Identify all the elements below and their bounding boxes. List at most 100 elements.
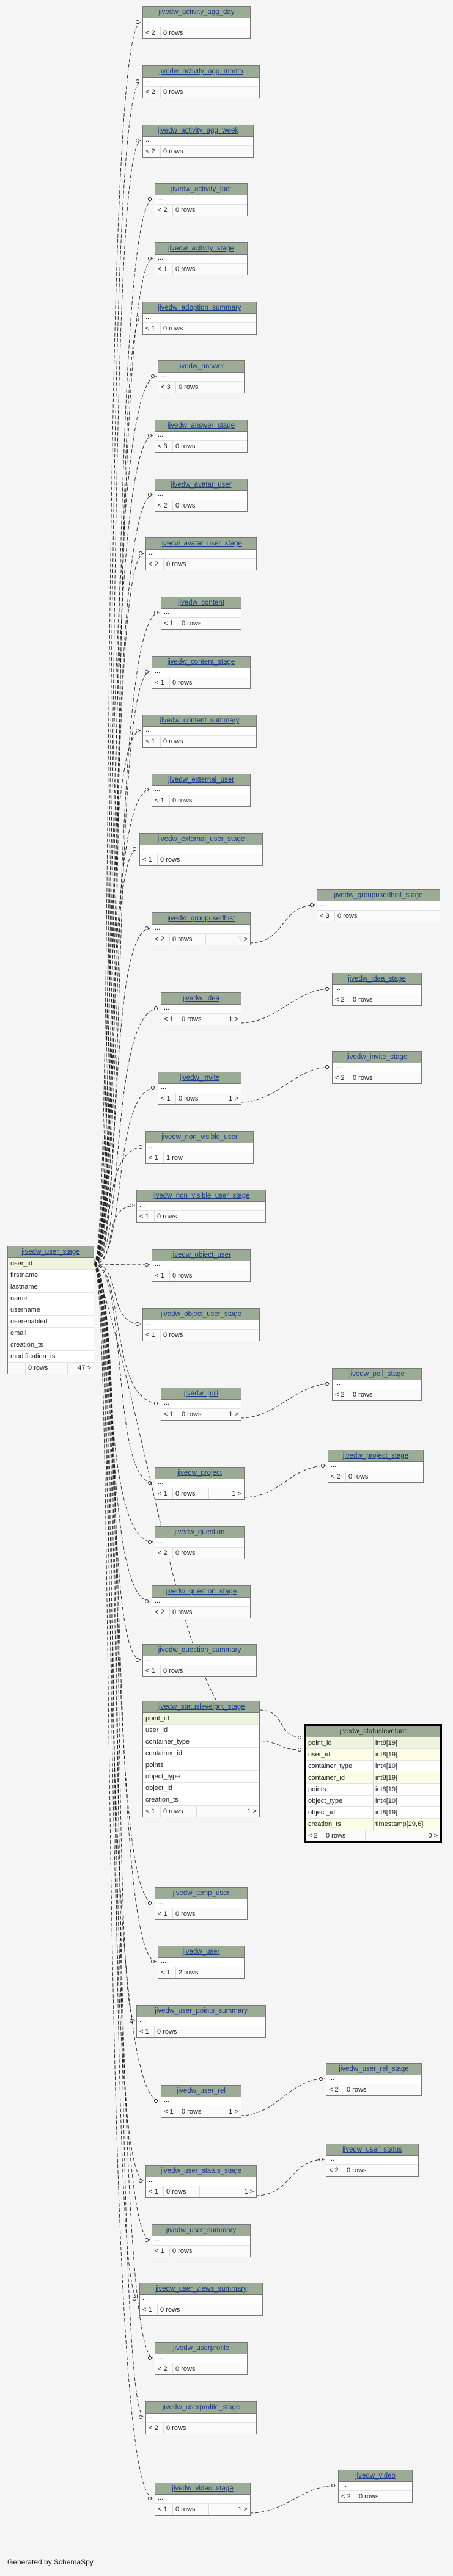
table-name-link[interactable]: jivedw_user_rel_stage	[339, 2065, 409, 2073]
row-count: 0 rows	[175, 1549, 196, 1557]
table-name-link[interactable]: jivedw_statuslevelpnt_stage	[157, 1703, 245, 1711]
column-ellipsis: ...	[143, 78, 259, 87]
table-name-link[interactable]: jivedw_video_stage	[172, 2485, 234, 2492]
parent-count: < 1	[143, 1330, 161, 1341]
table-name-link[interactable]: jivedw_user_rel	[177, 2087, 226, 2095]
column-ellipsis: ...	[326, 2075, 421, 2084]
table-name-link[interactable]: jivedw_invite	[179, 1074, 220, 1082]
table-name-link[interactable]: jivedw_question_summary	[158, 1646, 241, 1654]
crows-foot-marker	[148, 1540, 152, 1544]
parent-count: < 3	[155, 441, 173, 452]
table-name-link[interactable]: jivedw_user_views_summary	[155, 2285, 247, 2293]
relationship-line	[93, 1264, 154, 1904]
table-name-link[interactable]: jivedw_avatar_user	[171, 481, 232, 489]
table-name: jivedw_poll_stage	[333, 1369, 421, 1380]
row-count: 0 rows	[359, 2493, 379, 2500]
table-name: jivedw_statuslevelpnt	[306, 1726, 440, 1737]
table-name-link[interactable]: jivedw_user_summary	[166, 2227, 237, 2234]
table-name: jivedw_user_status	[326, 2144, 418, 2156]
parent-count: < 1	[143, 1665, 161, 1676]
table-name: jivedw_idea_stage	[333, 973, 421, 985]
table-name-link[interactable]: jivedw_activity_agg_week	[157, 127, 239, 134]
column-row: creation_ts	[143, 1794, 259, 1806]
parent-count: < 2	[143, 27, 161, 38]
table-name-link[interactable]: jivedw_question_stage	[165, 1588, 237, 1595]
table-name-link[interactable]: jivedw_temp_user	[172, 1890, 230, 1897]
table-name-link[interactable]: jivedw_video	[355, 2472, 396, 2480]
table-name-link[interactable]: jivedw_invite_stage	[346, 1053, 408, 1061]
table-name-link[interactable]: jivedw_avatar_user_stage	[160, 540, 242, 547]
table-name-link[interactable]: jivedw_idea_stage	[348, 975, 406, 983]
column-ellipsis: ...	[137, 1202, 265, 1211]
table-name-link[interactable]: jivedw_user_points_summary	[155, 2007, 248, 2015]
table-name-link[interactable]: jivedw_idea	[182, 995, 220, 1002]
relationship-line	[93, 1264, 142, 1325]
table-name-link[interactable]: jivedw_poll	[183, 1390, 219, 1397]
table-name-link[interactable]: jivedw_content_stage	[167, 658, 235, 666]
crows-foot-marker	[325, 1065, 329, 1069]
table-name: jivedw_project_stage	[328, 1450, 423, 1462]
column-row: lastname	[8, 1281, 94, 1293]
table-name-link[interactable]: jivedw_answer_stage	[168, 422, 235, 429]
row-count: 1 row	[166, 1154, 183, 1162]
column-type: int8[19]	[373, 1749, 397, 1760]
child-count: 1 >	[229, 1016, 238, 1023]
column-row: container_id	[143, 1748, 259, 1759]
table-name-link[interactable]: jivedw_user_status_stage	[160, 2167, 242, 2175]
table-name-link[interactable]: jivedw_userprofile	[172, 2345, 230, 2352]
child-count: 1 >	[247, 1808, 257, 1815]
table-name-link[interactable]: jivedw_project	[177, 1469, 222, 1477]
table-name: jivedw_activity_agg_week	[143, 125, 253, 137]
row-count: 0 rows	[348, 1473, 369, 1480]
column-ellipsis: ...	[152, 786, 250, 795]
column-type: int4[10]	[373, 1761, 397, 1772]
column-ellipsis: ...	[155, 1538, 244, 1548]
table-name-link[interactable]: jivedw_userprofile_stage	[162, 2404, 240, 2411]
crows-foot-marker	[154, 2099, 158, 2103]
table-name-link[interactable]: jivedw_groupuserlhist	[167, 915, 235, 922]
table-name-link[interactable]: jivedw_non_visible_user_stage	[152, 1192, 250, 1199]
table-name-link[interactable]: jivedw_object_user_stage	[160, 1311, 242, 1318]
table-name-link[interactable]: jivedw_poll_stage	[349, 1370, 405, 1378]
table-name-link[interactable]: jivedw_content_summary	[160, 717, 240, 724]
child-count: 0 >	[428, 1832, 438, 1839]
table-name-link[interactable]: jivedw_activity_fact	[171, 186, 232, 193]
table-name-link[interactable]: jivedw_activity_agg_month	[159, 68, 243, 75]
relationship-line	[255, 2159, 325, 2196]
table-name-link[interactable]: jivedw_user	[182, 1948, 220, 1956]
table-name-link[interactable]: jivedw_content	[177, 599, 225, 606]
table-name-link[interactable]: jivedw_external_user	[168, 776, 235, 784]
table-name-link[interactable]: jivedw_user_status	[342, 2146, 402, 2153]
crows-foot-marker	[145, 788, 149, 791]
column-ellipsis: ...	[333, 985, 421, 994]
table-name-link[interactable]: jivedw_project_stage	[342, 1452, 409, 1460]
table-name-link[interactable]: jivedw_non_visible_user	[161, 1133, 238, 1141]
table-name-link[interactable]: jivedw_activity_agg_day	[158, 9, 235, 16]
table-name-link[interactable]: jivedw_object_user	[171, 1251, 231, 1259]
parent-count: < 1	[158, 1967, 176, 1978]
row-count: 0 rows	[173, 1488, 209, 1499]
table-name-link[interactable]: jivedw_groupuserlhist_stage	[334, 892, 423, 899]
table-name-link[interactable]: jivedw_adoption_summary	[158, 304, 241, 311]
row-count: 0 rows	[164, 2186, 200, 2197]
table-name-link[interactable]: jivedw_activity_stage	[168, 245, 235, 252]
table-name-link[interactable]: jivedw_question	[174, 1529, 225, 1536]
table-name-link[interactable]: jivedw_user_stage	[21, 1248, 80, 1256]
column-ellipsis: ...	[140, 845, 262, 854]
table-name: jivedw_activity_agg_day	[143, 7, 250, 18]
table-name-link[interactable]: jivedw_answer	[178, 363, 224, 370]
table-name-link[interactable]: jivedw_external_user_stage	[157, 835, 245, 843]
